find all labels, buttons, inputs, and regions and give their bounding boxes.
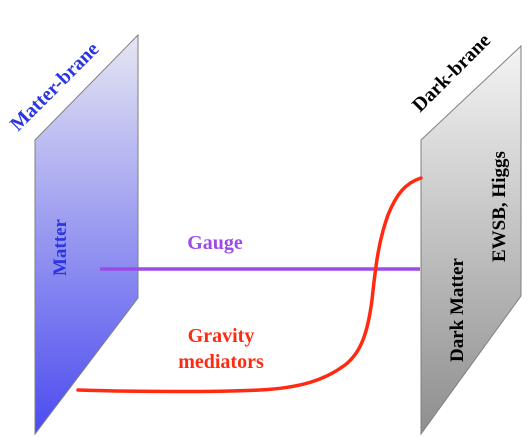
gauge-label: Gauge [187,232,243,254]
ewsb-higgs-label: EWSB, Higgs [489,151,510,262]
gravity-mediator-curve [76,176,423,394]
dark-matter-label: Dark Matter [447,258,468,362]
dark-brane-plane [420,44,522,436]
matter-brane-plane [34,33,139,436]
gravity-label-line2: mediators [178,351,264,373]
matter-label: Matter [50,218,71,276]
gravity-label-line1: Gravity [188,325,255,347]
